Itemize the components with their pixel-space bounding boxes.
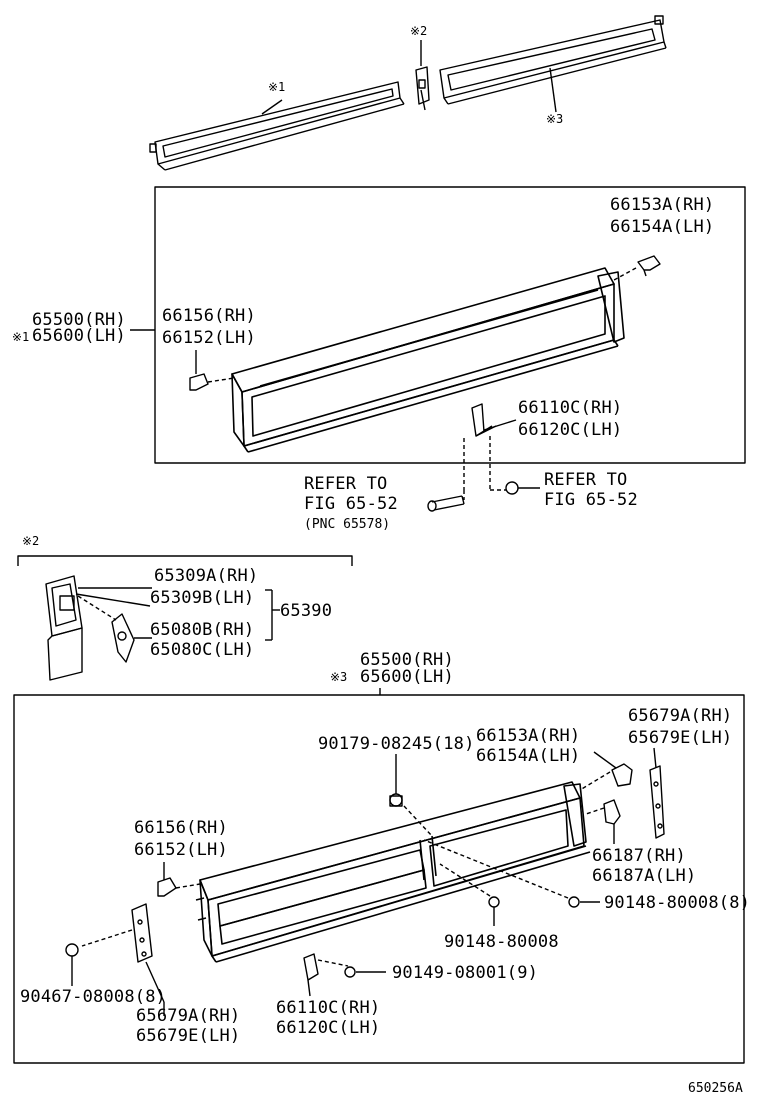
label-lower-clip-left-lh: 66152(LH) bbox=[134, 840, 228, 860]
mark-3: ※3 bbox=[546, 112, 564, 126]
mark-1-assembly: ※1 bbox=[12, 330, 30, 344]
label-screw-bottom: 90149-08001(9) bbox=[392, 963, 539, 983]
label-bracket-bottom-lh: 66120C(LH) bbox=[276, 1018, 381, 1038]
bracket-upper bbox=[463, 403, 517, 491]
label-bracket-bottom-rh: 66110C(RH) bbox=[276, 998, 381, 1018]
refer-right-line2: FIG 65-52 bbox=[544, 490, 638, 510]
refer-left-line3: (PNC 65578) bbox=[304, 517, 391, 532]
label-screw-mid: 90148-80008 bbox=[444, 932, 559, 952]
label-latch-b-rh: 65080B(RH) bbox=[150, 620, 255, 640]
frame-overview-1 bbox=[149, 81, 405, 171]
mark-2-latch: ※2 bbox=[22, 534, 40, 548]
mark-3-assembly: ※3 bbox=[330, 670, 348, 684]
label-screw-left: 90467-08008(8) bbox=[20, 987, 167, 1007]
frame-upper bbox=[231, 267, 625, 453]
mark-2: ※2 bbox=[410, 24, 428, 38]
box-lower bbox=[13, 694, 745, 1064]
label-bracket-rh: 66110C(RH) bbox=[518, 398, 623, 418]
label-lower-assembly-rh: 65500(RH) bbox=[360, 650, 454, 670]
bolt-upper bbox=[427, 490, 465, 512]
label-hinge-right-rh: 65679A(RH) bbox=[628, 706, 733, 726]
label-lower-clip-upper-lh: 66154A(LH) bbox=[476, 746, 581, 766]
clip-left-upper bbox=[189, 350, 235, 391]
bracket-lower-bottom bbox=[303, 953, 349, 997]
label-latch-a-lh: 65309B(LH) bbox=[150, 588, 255, 608]
mark-1: ※1 bbox=[268, 80, 286, 94]
label-clip-upper-lh: 66154A(LH) bbox=[610, 217, 715, 237]
label-screw-right: 90148-80008(8) bbox=[604, 893, 751, 913]
label-bracket-right-lh: 66187A(LH) bbox=[592, 866, 697, 886]
clip-lower-left bbox=[157, 862, 201, 897]
label-bolt-top: 90179-08245(18) bbox=[318, 734, 475, 754]
label-assembly-rh: 65500(RH) bbox=[32, 310, 126, 330]
label-clip-left-rh: 66156(RH) bbox=[162, 306, 256, 326]
label-assembly-lh: 65600(LH) bbox=[32, 326, 126, 346]
label-latch-b-lh: 65080C(LH) bbox=[150, 640, 255, 660]
screw-mid bbox=[439, 863, 500, 926]
label-hinge-right-lh: 65679E(LH) bbox=[628, 728, 733, 748]
figure-id: 650256A bbox=[688, 1081, 743, 1096]
refer-right-line1: REFER TO bbox=[544, 470, 628, 490]
frame-lower bbox=[195, 781, 591, 963]
screw-right bbox=[423, 839, 600, 908]
clip-upper-right bbox=[613, 255, 661, 281]
screw-bottom bbox=[344, 966, 386, 978]
label-lower-clip-left-rh: 66156(RH) bbox=[134, 818, 228, 838]
refer-left-line1: REFER TO bbox=[304, 474, 388, 494]
latch-detail bbox=[45, 575, 280, 681]
label-clip-left-lh: 66152(LH) bbox=[162, 328, 256, 348]
label-hinge-left-rh: 65679A(RH) bbox=[136, 1006, 241, 1026]
label-latch-a-rh: 65309A(RH) bbox=[154, 566, 259, 586]
label-lower-clip-upper-rh: 66153A(RH) bbox=[476, 726, 581, 746]
hinge-right bbox=[649, 747, 665, 839]
hinge-left bbox=[81, 903, 165, 1016]
nut-upper bbox=[505, 481, 540, 495]
label-lower-assembly-lh: 65600(LH) bbox=[360, 667, 454, 687]
label-bracket-lh: 66120C(LH) bbox=[518, 420, 623, 440]
label-bracket-right-rh: 66187(RH) bbox=[592, 846, 686, 866]
bracket-lower-right bbox=[585, 799, 621, 844]
frame-overview-3 bbox=[439, 15, 667, 113]
box-upper bbox=[154, 186, 746, 464]
label-clip-upper-rh: 66153A(RH) bbox=[610, 195, 715, 215]
clip-lower-upper-right bbox=[579, 751, 633, 791]
latch-box bbox=[17, 555, 353, 566]
latch-overview bbox=[415, 40, 430, 111]
label-latch-assy: 65390 bbox=[280, 601, 333, 621]
bolt-lower-top bbox=[389, 754, 433, 837]
screw-left bbox=[65, 943, 79, 986]
refer-left-line2: FIG 65-52 bbox=[304, 494, 398, 514]
label-hinge-left-lh: 65679E(LH) bbox=[136, 1026, 241, 1046]
